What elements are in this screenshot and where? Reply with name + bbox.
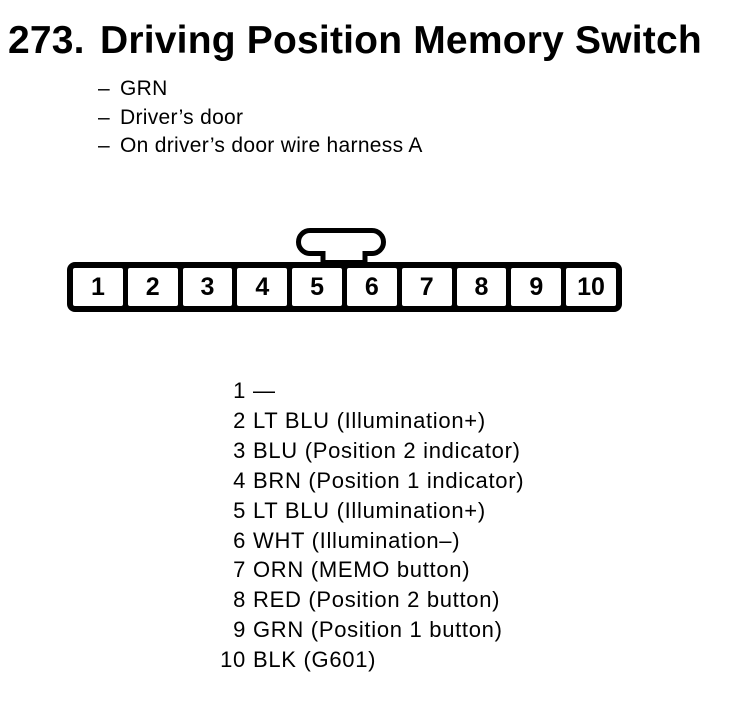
pin-cell-4: 4 (237, 268, 288, 306)
connector-body: 1 2 3 4 5 6 7 8 9 10 (67, 262, 622, 312)
pin-label: BLK (G601) (253, 647, 377, 673)
pin-label: BLU (Position 2 indicator) (253, 437, 521, 463)
pin-cell-7: 7 (401, 268, 452, 306)
pin-label: WHT (Illumination–) (253, 527, 461, 553)
pin-row: 9 GRN (Position 1 button) (220, 615, 524, 645)
pin-row: 5 LT BLU (Illumination+) (220, 496, 524, 526)
pin-label: BRN (Position 1 indicator) (253, 467, 525, 493)
note-text: GRN (120, 77, 168, 100)
pin-number: 3 (233, 437, 246, 463)
notes-list: – GRN – Driver’s door – On driver’s door… (98, 75, 423, 161)
pin-cell-3: 3 (182, 268, 233, 306)
pin-number: 1 (233, 378, 246, 403)
pin-label: RED (Position 2 button) (253, 587, 501, 613)
pin-cell-1: 1 (73, 268, 123, 306)
pin-legend: 1 — 2 LT BLU (Illumination+) 3 BLU (Posi… (220, 376, 524, 675)
page-heading: 273. Driving Position Memory Switch (8, 20, 702, 62)
pin-row: 10 BLK (G601) (220, 645, 524, 675)
pin-row: 3 BLU (Position 2 indicator) (220, 436, 524, 466)
note-text: Driver’s door (120, 105, 244, 129)
pin-cell-2: 2 (127, 268, 178, 306)
connector-latch-icon (296, 228, 386, 265)
pin-row: 6 WHT (Illumination–) (220, 526, 524, 556)
pin-number: 4 (233, 467, 246, 493)
pin-row: 4 BRN (Position 1 indicator) (220, 466, 524, 496)
pin-label: LT BLU (Illumination+) (253, 497, 486, 523)
pin-number: 2 (233, 407, 246, 433)
pin-cell-8: 8 (456, 268, 507, 306)
pin-label: GRN (Position 1 button) (253, 617, 503, 643)
pin-label: LT BLU (Illumination+) (253, 407, 486, 433)
note-text: On driver’s door wire harness A (120, 134, 423, 158)
note-dash: – (98, 134, 110, 158)
pin-cell-10: 10 (566, 268, 616, 306)
pin-number: 9 (233, 617, 246, 643)
pin-row: 1 — (220, 376, 524, 406)
pin-number: 8 (233, 587, 246, 613)
page-title: Driving Position Memory Switch (100, 19, 702, 62)
pin-label: ORN (MEMO button) (253, 557, 471, 583)
item-number: 273. (8, 19, 85, 62)
pin-cell-9: 9 (511, 268, 562, 306)
pin-row: 2 LT BLU (Illumination+) (220, 406, 524, 436)
note-dash: – (98, 77, 110, 100)
pin-cell-5: 5 (292, 268, 342, 306)
note-dash: – (98, 105, 110, 129)
pin-number: 5 (233, 497, 246, 523)
pin-number: 10 (220, 647, 246, 673)
pin-number: 7 (233, 557, 246, 583)
pin-row: 8 RED (Position 2 button) (220, 585, 524, 615)
note-line: – Driver’s door (98, 104, 423, 133)
pin-row: 7 ORN (MEMO button) (220, 555, 524, 585)
pin-cell-6: 6 (346, 268, 397, 306)
pin-label: — (253, 378, 276, 403)
note-line: – GRN (98, 75, 423, 104)
pin-number: 6 (233, 527, 246, 553)
note-line: – On driver’s door wire harness A (98, 132, 423, 161)
